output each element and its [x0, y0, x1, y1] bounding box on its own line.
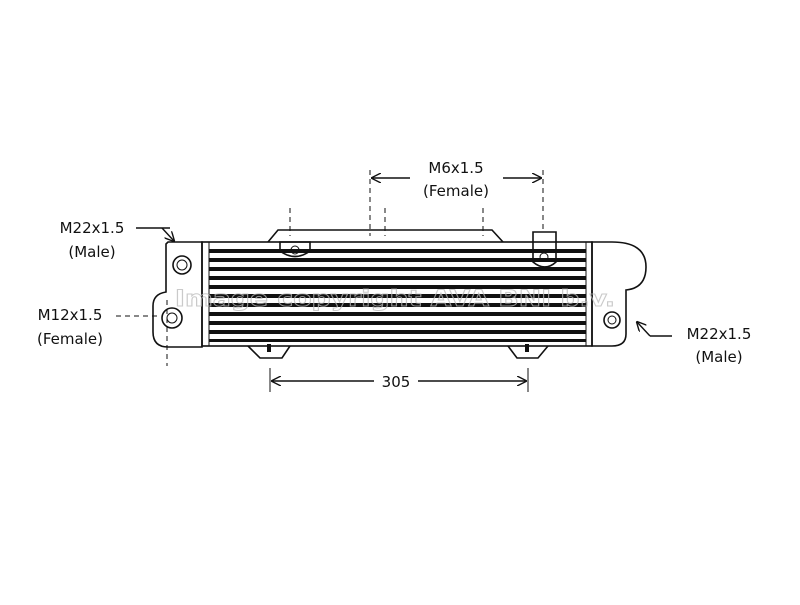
watermark: Image copyright AVA BNI b.v. — [175, 287, 615, 312]
dimension-label: 305 — [382, 373, 411, 391]
bottom-mounting-rail — [247, 345, 549, 359]
right-port — [603, 311, 621, 329]
left-upper-port-inner — [176, 259, 188, 271]
left-upper-port — [172, 255, 192, 275]
bottom-foot-left-slot — [267, 344, 271, 352]
left-lower-gender-label: (Female) — [37, 330, 103, 348]
left-lower-thread-label: M12x1.5 — [38, 306, 103, 324]
left-upper-gender-label: (Male) — [68, 243, 115, 261]
cooler-core-frame — [201, 241, 593, 347]
right-flange — [591, 241, 647, 347]
right-gender-label: (Male) — [695, 348, 742, 366]
bottom-foot-right-slot — [525, 344, 529, 352]
left-lower-port-inner — [166, 312, 178, 324]
right-thread-label: M22x1.5 — [687, 325, 752, 343]
top-thread-label: M6x1.5 — [428, 159, 483, 177]
right-port-inner — [607, 315, 617, 325]
left-flange — [152, 241, 203, 348]
right-leader-arrow — [637, 322, 651, 337]
top-right-bracket-hole — [539, 252, 549, 262]
left-upper-thread-label: M22x1.5 — [60, 219, 125, 237]
cooling-fins — [209, 249, 586, 342]
top-left-bracket — [279, 241, 311, 258]
left-upper-leader-arrow — [161, 227, 174, 241]
top-left-bracket-hole — [290, 245, 300, 255]
top-gender-label: (Female) — [423, 182, 489, 200]
left-lower-port — [161, 307, 183, 329]
top-right-bracket — [532, 231, 557, 268]
